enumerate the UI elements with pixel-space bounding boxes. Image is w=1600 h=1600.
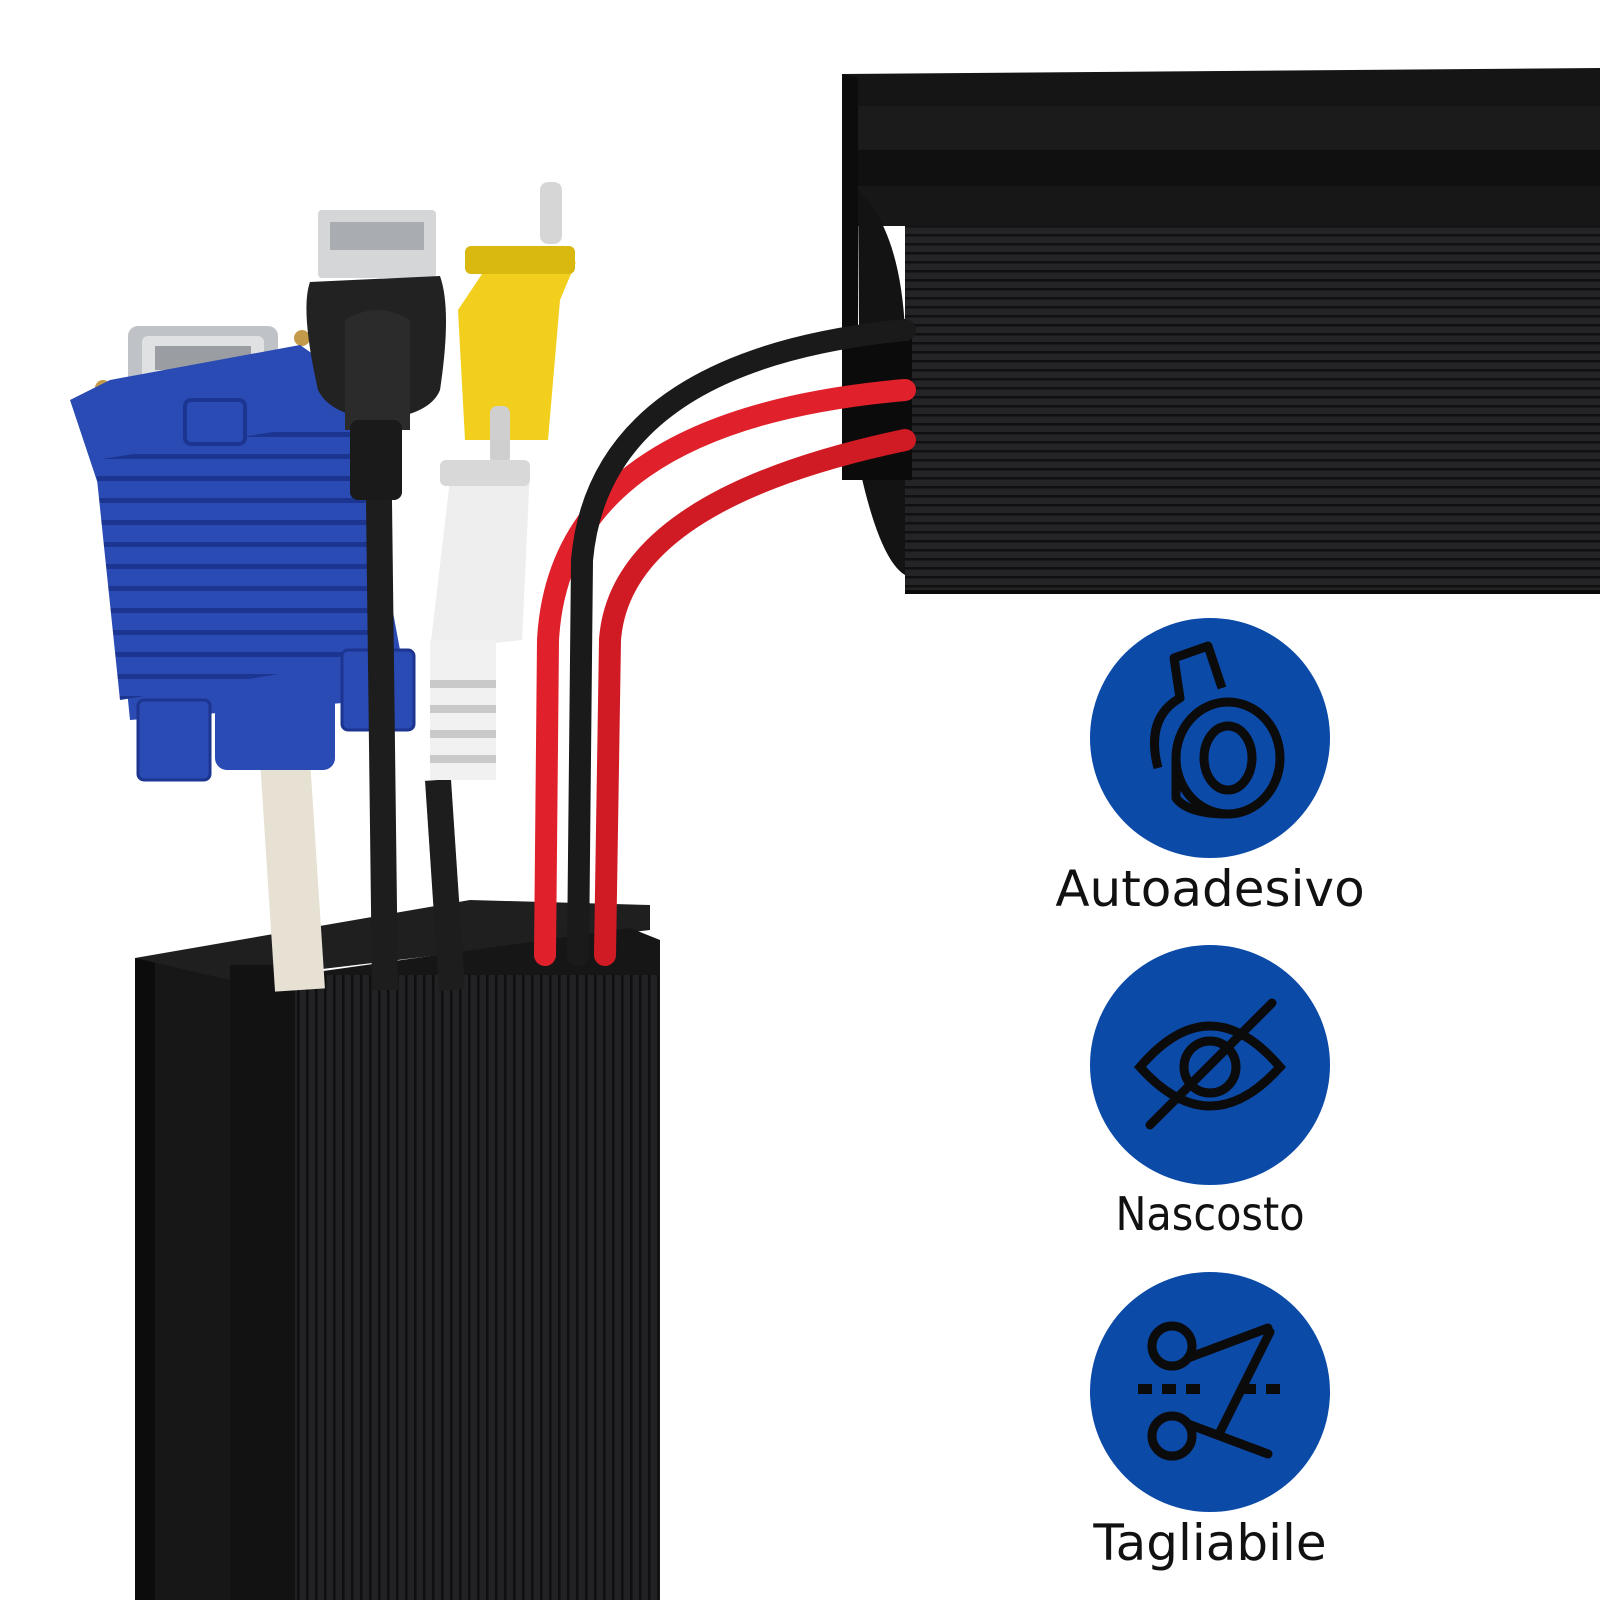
feature-cuttable: Tagliabile — [1040, 1272, 1380, 1571]
feature-hidden: Nascosto — [1040, 945, 1380, 1240]
vertical-raceway — [135, 900, 660, 1600]
rca-connectors — [425, 182, 576, 991]
feature-label: Tagliabile — [1093, 1514, 1327, 1572]
scissors-cut-icon — [1090, 1272, 1330, 1512]
feature-label: Autoadesivo — [1055, 860, 1365, 918]
horizontal-raceway — [842, 68, 1600, 594]
eye-slash-icon — [1090, 945, 1330, 1185]
beige-cable — [260, 758, 325, 992]
power-wires — [534, 319, 916, 966]
feature-label: Nascosto — [1115, 1187, 1305, 1241]
rj45-connector — [306, 210, 446, 991]
tape-roll-icon — [1090, 618, 1330, 858]
feature-self-adhesive: Autoadesivo — [1040, 618, 1380, 917]
vga-connector — [70, 326, 416, 782]
